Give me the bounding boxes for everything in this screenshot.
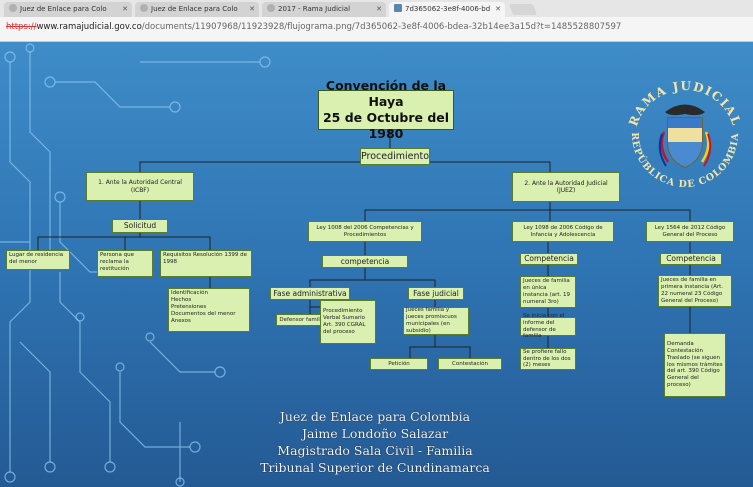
requisitos-item: Anexos bbox=[171, 317, 191, 324]
url-protocol: https:// bbox=[6, 22, 37, 32]
autoridad-judicial-line-1: 2. Ante la Autoridad Judicial bbox=[524, 179, 608, 187]
close-tab-icon[interactable]: ✕ bbox=[249, 5, 255, 13]
jueces-unica-label: Jueces de familia en única instancia (ar… bbox=[523, 278, 570, 305]
ley-1008-label: Ley 1008 del 2006 Competencias y Procedi… bbox=[316, 224, 414, 238]
se-profiere-label: Se profiere fallo dentro de los dos (2) … bbox=[523, 348, 571, 369]
favicon-icon bbox=[9, 4, 17, 12]
requisitos-item: Documentos del menor bbox=[171, 310, 236, 317]
demanda-box: Demanda Contestación Traslado (se siguen… bbox=[664, 333, 726, 397]
fase-administrativa-box: Fase administrativa bbox=[270, 287, 350, 300]
procedimiento-label: Procedimiento bbox=[360, 150, 430, 162]
favicon-icon bbox=[394, 4, 402, 12]
persona-reclama-box: Persona que reclama la restitución bbox=[97, 250, 153, 277]
tab-bar: Juez de Enlace para Colo ✕ Juez de Enlac… bbox=[0, 0, 753, 17]
se-inicia-label: Se inicia con el informe del defensor de… bbox=[523, 312, 565, 340]
autoridad-central-box: 1. Ante la Autoridad Central (ICBF) bbox=[86, 172, 194, 201]
rama-judicial-seal-logo: RAMA JUDICIAL REPÚBLICA DE COLOMBIA bbox=[626, 79, 742, 190]
ley-1008-box: Ley 1008 del 2006 Competencias y Procedi… bbox=[308, 221, 422, 242]
competencia-3-label: Competencia bbox=[666, 254, 716, 264]
competencia-2-box: Competencia bbox=[520, 253, 578, 265]
autoridad-central-line-2: (ICBF) bbox=[130, 186, 150, 194]
url-host: www.ramajudicial.gov.co bbox=[36, 22, 142, 32]
ley-1098-box: Ley 1098 de 2006 Código de Infancia y Ad… bbox=[512, 221, 614, 242]
tab-title: Juez de Enlace para Colo bbox=[20, 5, 107, 13]
requisitos-item: Hechos bbox=[171, 296, 192, 303]
requisitos-item: Identificación bbox=[171, 290, 208, 296]
browser-tab[interactable]: 2017 - Rama Judicial ✕ bbox=[262, 2, 386, 17]
browser-tab[interactable]: Juez de Enlace para Colo ✕ bbox=[4, 2, 132, 17]
requisitos-label: Requisitos Resolución 1399 de 1998 bbox=[163, 252, 247, 265]
contestacion-box: Contestación bbox=[438, 358, 502, 370]
lugar-residencia-label: Lugar de residencia del menor bbox=[9, 252, 64, 265]
favicon-icon bbox=[267, 4, 275, 12]
circuit-background bbox=[0, 43, 271, 487]
jueces-primera-label: Jueces de familia en primera instancia (… bbox=[661, 277, 724, 304]
ley-1098-label: Ley 1098 de 2006 Código de Infancia y Ad… bbox=[523, 224, 603, 238]
footer-line: Juez de Enlace para Colombia bbox=[279, 409, 471, 424]
contestacion-label: Contestación bbox=[451, 360, 489, 367]
footer-line: Tribunal Superior de Cundinamarca bbox=[260, 460, 490, 475]
footer-signature: Juez de Enlace para Colombia Jaime Londo… bbox=[230, 408, 520, 476]
procedimiento-verbal-label: Procedimiento Verbal Sumario Art. 390 CG… bbox=[323, 308, 366, 335]
competencia-box: competencia bbox=[322, 255, 408, 268]
jueces-familia-box: Jueces familia y jueces promiscuos munic… bbox=[403, 307, 469, 335]
autoridad-judicial-line-2: (JUEZ) bbox=[556, 187, 576, 194]
lugar-residencia-box: Lugar de residencia del menor bbox=[6, 250, 70, 270]
tab-title: 7d365062-3e8f-4006-bd bbox=[405, 5, 491, 13]
url-path: /documents/11907968/11923928/flujograma.… bbox=[141, 22, 622, 32]
competencia-3-box: Competencia bbox=[660, 253, 722, 265]
ley-1564-label: Ley 1564 de 2012 Código General del Proc… bbox=[654, 224, 726, 238]
flowchart-image: Convención de la Haya 25 de Octubre del … bbox=[0, 42, 753, 487]
connector-lines bbox=[37, 130, 691, 358]
se-profiere-box: Se profiere fallo dentro de los dos (2) … bbox=[520, 348, 576, 370]
coat-of-arms-icon bbox=[658, 104, 712, 168]
favicon-icon bbox=[140, 4, 148, 12]
se-inicia-box: Se inicia con el informe del defensor de… bbox=[520, 313, 576, 339]
peticion-label: Petición bbox=[388, 360, 410, 367]
requisitos-item: Pretensiones bbox=[171, 303, 207, 310]
close-tab-icon[interactable]: ✕ bbox=[376, 5, 382, 13]
requisitos-box: Requisitos Resolución 1399 de 1998 bbox=[160, 250, 252, 277]
browser-tab-active[interactable]: 7d365062-3e8f-4006-bd ✕ bbox=[389, 2, 505, 17]
jueces-unica-box: Jueces de familia en única instancia (ar… bbox=[520, 276, 576, 308]
demanda-label: Demanda Contestación Traslado (se siguen… bbox=[667, 340, 723, 389]
autoridad-central-line-1: 1. Ante la Autoridad Central bbox=[98, 179, 182, 186]
peticion-box: Petición bbox=[370, 358, 428, 370]
title-box: Convención de la Haya 25 de Octubre del … bbox=[318, 78, 454, 141]
defensor-familia-box: Defensor familia bbox=[276, 314, 328, 326]
solicitud-box: Solicitud bbox=[112, 219, 168, 233]
footer-line: Magistrado Sala Civil - Familia bbox=[277, 443, 473, 458]
jueces-primera-box: Jueces de familia en primera instancia (… bbox=[658, 275, 732, 307]
fase-judicial-label: Fase judicial bbox=[413, 288, 459, 298]
competencia-2-label: Competencia bbox=[524, 254, 574, 264]
fase-judicial-box: Fase judicial bbox=[408, 287, 464, 300]
persona-reclama-label: Persona que reclama la restitución bbox=[100, 252, 134, 272]
title-line-1: Convención de la Haya bbox=[325, 77, 447, 109]
title-line-2: 25 de Octubre del 1980 bbox=[322, 110, 450, 142]
procedimiento-box: Procedimiento bbox=[360, 148, 430, 165]
jueces-familia-label: Jueces familia y jueces promiscuos munic… bbox=[406, 307, 457, 334]
close-tab-icon[interactable]: ✕ bbox=[122, 5, 128, 13]
new-tab-button[interactable] bbox=[508, 4, 538, 15]
solicitud-label: Solicitud bbox=[123, 221, 157, 231]
ley-1564-box: Ley 1564 de 2012 Código General del Proc… bbox=[646, 221, 734, 242]
defensor-familia-label: Defensor familia bbox=[279, 316, 325, 323]
tab-title: 2017 - Rama Judicial bbox=[278, 5, 351, 13]
autoridad-judicial-box: 2. Ante la Autoridad Judicial (JUEZ) bbox=[512, 172, 620, 202]
competencia-label: competencia bbox=[340, 256, 390, 266]
procedimiento-verbal-box: Procedimiento Verbal Sumario Art. 390 CG… bbox=[320, 300, 376, 344]
browser-tab[interactable]: Juez de Enlace para Colo ✕ bbox=[135, 2, 259, 17]
url-text[interactable]: https://www.ramajudicial.gov.co/document… bbox=[6, 22, 621, 32]
requisitos-list-box: Identificación Hechos Pretensiones Docum… bbox=[168, 288, 250, 332]
close-tab-icon[interactable]: ✕ bbox=[495, 5, 501, 13]
footer-line: Jaime Londoño Salazar bbox=[301, 426, 449, 441]
address-bar[interactable]: https://www.ramajudicial.gov.co/document… bbox=[0, 17, 753, 42]
fase-administrativa-label: Fase administrativa bbox=[273, 288, 347, 298]
tab-title: Juez de Enlace para Colo bbox=[151, 5, 238, 13]
